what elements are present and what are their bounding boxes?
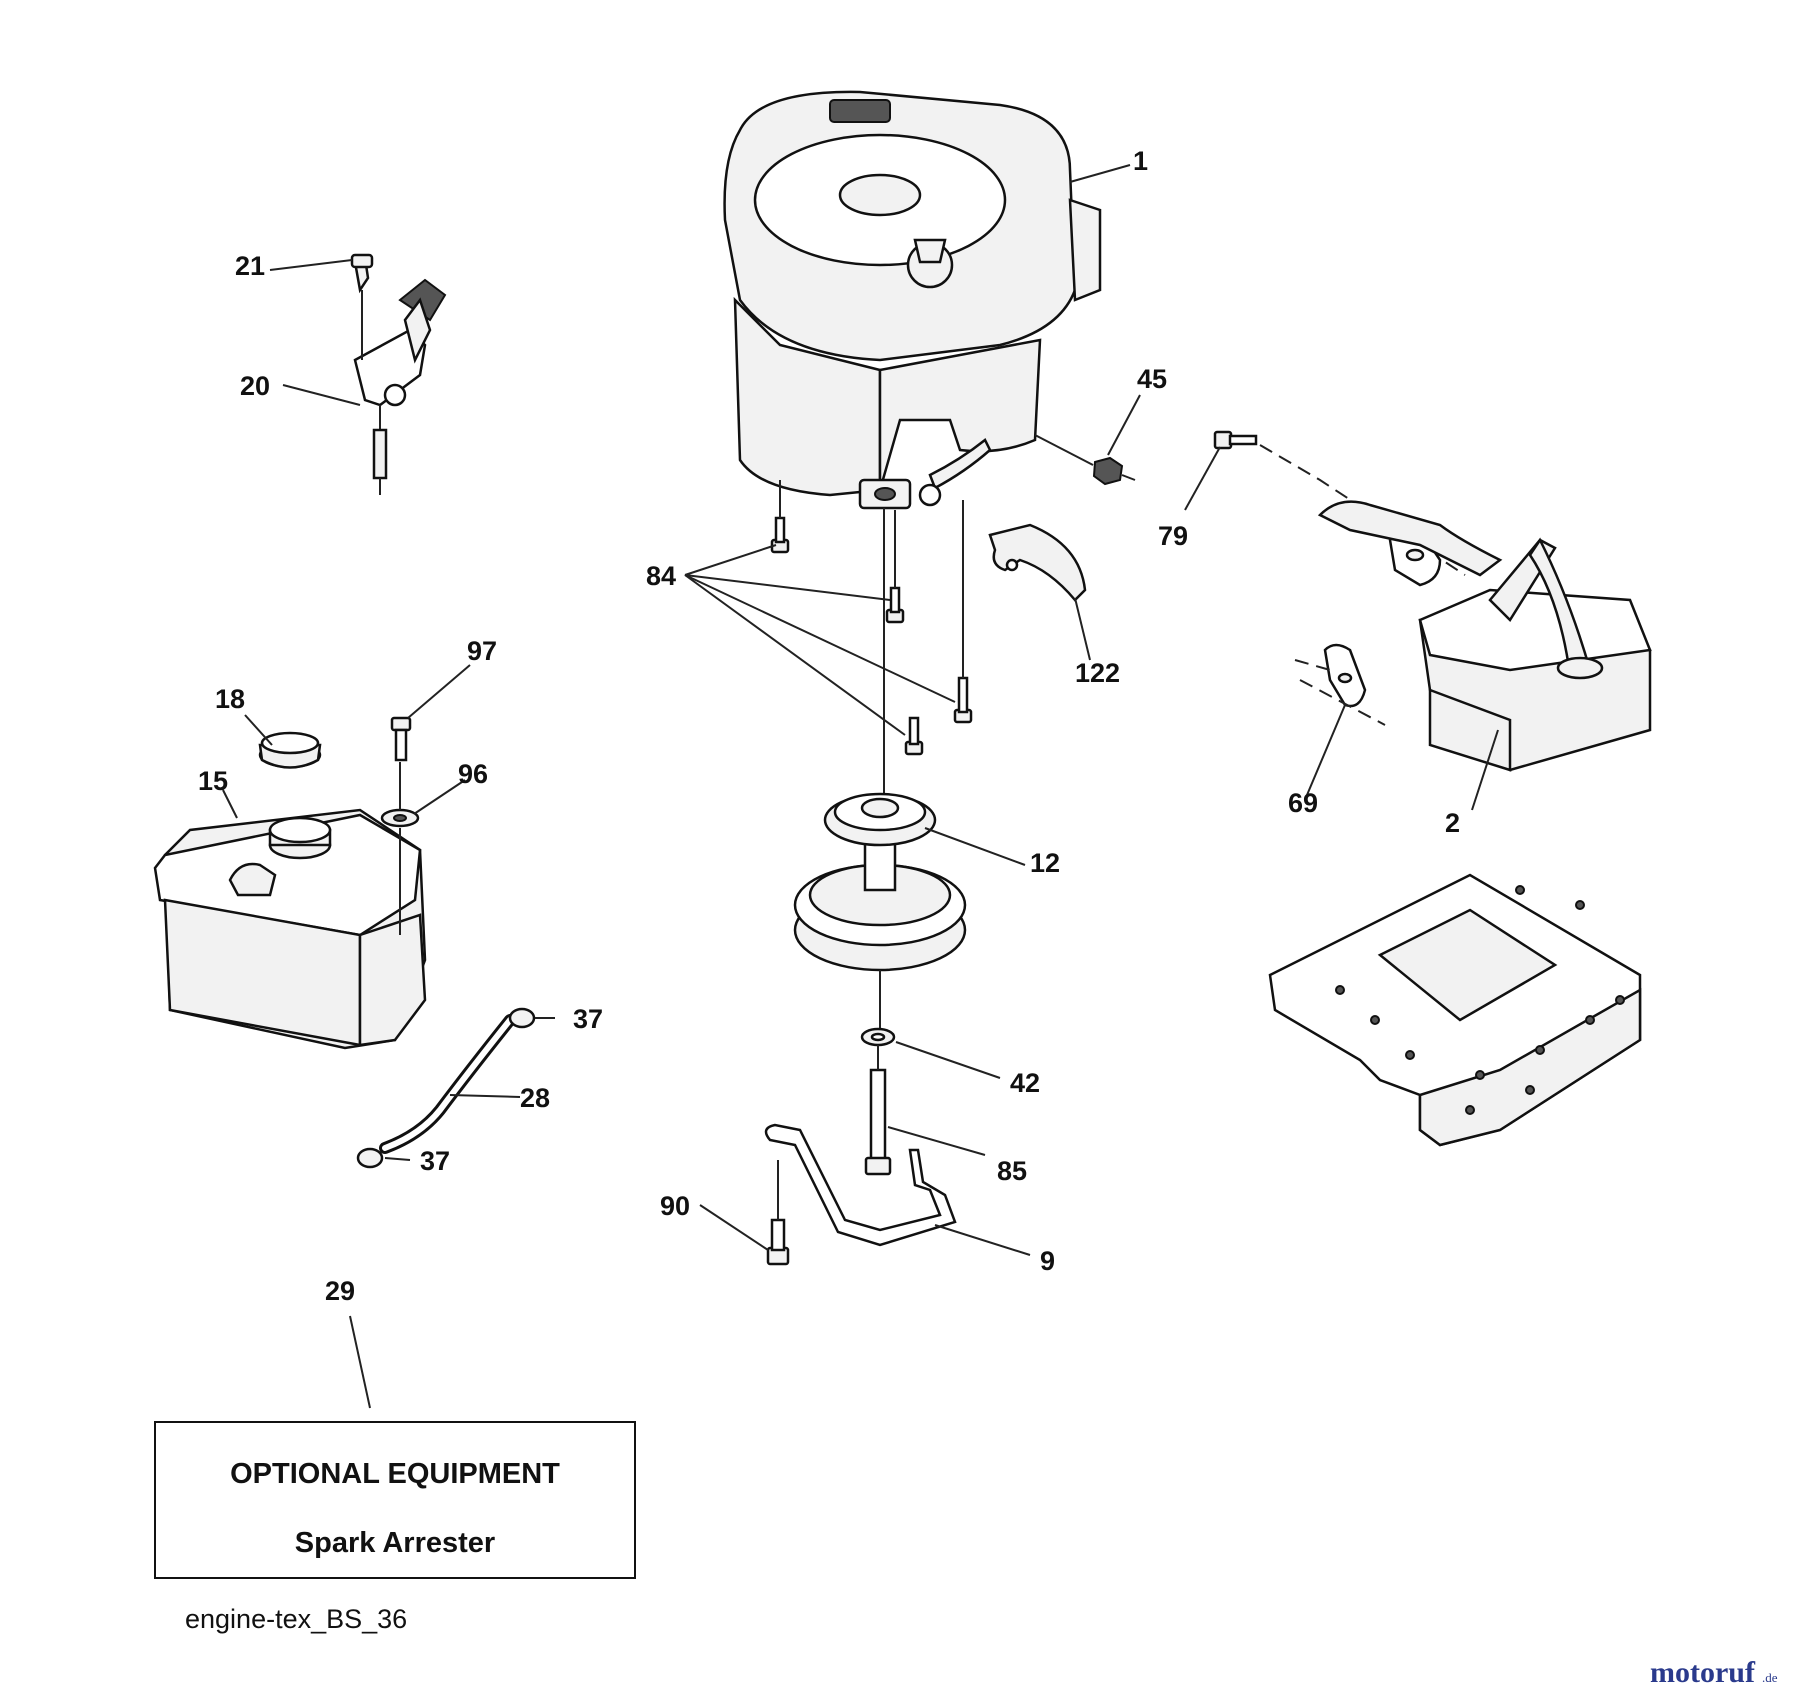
label-45: 45 <box>1137 364 1167 394</box>
label-69: 69 <box>1288 788 1318 818</box>
fuel-line-drawing <box>356 1007 536 1169</box>
heat-shield-drawing <box>988 523 1087 602</box>
label-84: 84 <box>646 561 676 591</box>
optional-equipment-item: Spark Arrester <box>295 1527 495 1559</box>
label-2: 2 <box>1445 808 1460 838</box>
watermark-domain: .de <box>1762 1670 1778 1685</box>
label-122: 122 <box>1075 658 1120 688</box>
mounting-plate-drawing <box>1268 873 1642 1147</box>
label-29: 29 <box>325 1276 355 1306</box>
label-15: 15 <box>198 766 228 796</box>
watermark-text: motoruf <box>1650 1656 1756 1689</box>
leader-lines <box>222 164 1499 1409</box>
optional-equipment-box: OPTIONAL EQUIPMENT Spark Arrester <box>154 1421 636 1579</box>
callout-labels: 1 21 20 45 79 84 122 97 18 96 15 69 2 12… <box>198 146 1460 1306</box>
label-37-bottom: 37 <box>420 1146 450 1176</box>
label-9: 9 <box>1040 1246 1055 1276</box>
throttle-control-drawing <box>350 253 447 495</box>
label-18: 18 <box>215 684 245 714</box>
label-20: 20 <box>240 371 270 401</box>
muffler-drawing <box>1213 430 1652 772</box>
engine-drawing <box>723 90 1102 510</box>
label-28: 28 <box>520 1083 550 1113</box>
label-97: 97 <box>467 636 497 666</box>
label-12: 12 <box>1030 848 1060 878</box>
watermark-logo: motoruf .de <box>1650 1656 1778 1689</box>
label-90: 90 <box>660 1191 690 1221</box>
washer-bolt-drawing <box>860 1027 896 1176</box>
label-96: 96 <box>458 759 488 789</box>
fuel-cap-drawing <box>258 731 322 769</box>
label-1: 1 <box>1133 146 1148 176</box>
label-85: 85 <box>997 1156 1027 1186</box>
label-79: 79 <box>1158 521 1188 551</box>
nut-drawing <box>1034 434 1136 486</box>
belt-guide-drawing <box>764 1123 957 1266</box>
optional-equipment-title: OPTIONAL EQUIPMENT <box>230 1458 560 1490</box>
pulley-drawing <box>793 792 967 1030</box>
label-37-top: 37 <box>573 1004 603 1034</box>
fuel-tank-drawing <box>153 808 427 1050</box>
label-42: 42 <box>1010 1068 1040 1098</box>
mount-bolts-drawing <box>770 480 973 800</box>
label-21: 21 <box>235 251 265 281</box>
tank-bolt-drawing <box>380 716 420 935</box>
diagram-caption: engine-tex_BS_36 <box>185 1604 407 1634</box>
